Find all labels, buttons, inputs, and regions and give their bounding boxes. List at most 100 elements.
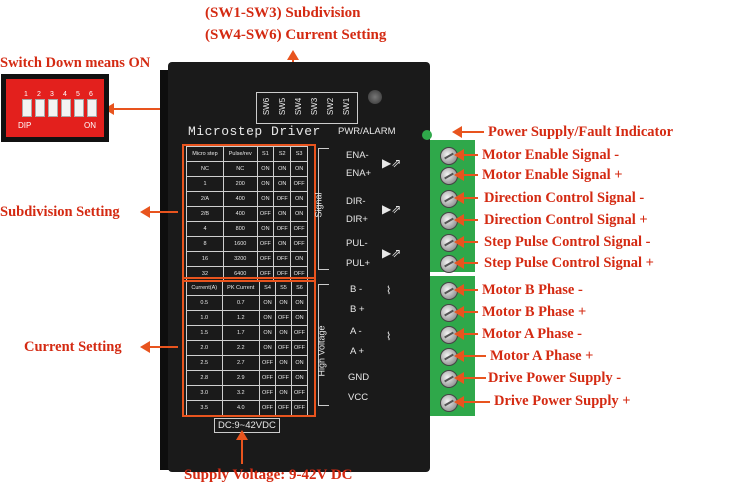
signal-pul-minus: PUL- bbox=[346, 238, 368, 249]
coil-a-symbol: ⌇ bbox=[386, 331, 392, 343]
label-motor-b-minus: Motor B Phase - bbox=[482, 282, 583, 298]
current-arrow-head bbox=[140, 341, 150, 353]
sw-label-5: SW5 bbox=[278, 97, 288, 116]
dip-sw-3 bbox=[48, 99, 58, 117]
subdivision-cell: OFF bbox=[290, 176, 308, 192]
subdivision-arrow-line bbox=[148, 211, 178, 213]
right-arrow-head-10 bbox=[454, 350, 464, 362]
dip-on-text: ON bbox=[84, 121, 96, 130]
dip-sw-2 bbox=[35, 99, 45, 117]
supply-voltage-label: Supply Voltage: 9-42V DC bbox=[184, 467, 353, 483]
hv-bracket bbox=[318, 284, 329, 406]
label-step-pulse-plus: Step Pulse Control Signal + bbox=[484, 255, 654, 271]
pwr-alarm-label: PWR/ALARM bbox=[338, 126, 396, 137]
power-a-plus: A + bbox=[350, 346, 364, 357]
right-arrow-head-5 bbox=[454, 236, 464, 248]
dip-switch-image: 1 2 3 4 5 6 DIP ON bbox=[4, 77, 106, 139]
right-arrow-head-4 bbox=[454, 214, 464, 226]
right-arrow-line-6 bbox=[462, 262, 478, 264]
right-arrow-head-1 bbox=[454, 149, 464, 161]
right-arrow-line-9 bbox=[462, 333, 478, 335]
right-arrow-line-4 bbox=[462, 219, 478, 221]
dip-sw-4 bbox=[61, 99, 71, 117]
right-arrow-line-7 bbox=[462, 289, 478, 291]
high-voltage-text: High Voltage bbox=[316, 325, 327, 377]
power-b-minus: B - bbox=[350, 284, 363, 295]
right-arrow-line-0 bbox=[460, 131, 484, 133]
signal-bracket bbox=[318, 148, 329, 270]
current-cell: ON bbox=[291, 310, 308, 326]
subdivision-cell: ON bbox=[290, 251, 308, 267]
switch-arrow-head bbox=[104, 103, 114, 115]
right-arrow-head-7 bbox=[454, 284, 464, 296]
label-motor-a-minus: Motor A Phase - bbox=[482, 326, 583, 342]
label-direction-plus: Direction Control Signal + bbox=[484, 212, 648, 228]
label-motor-b-plus: Motor B Phase + bbox=[482, 304, 587, 320]
right-arrow-line-11 bbox=[462, 377, 486, 379]
switch-note: Switch Down means ON bbox=[0, 55, 151, 71]
sw-label-2: SW2 bbox=[326, 97, 336, 116]
signal-ena-plus: ENA+ bbox=[346, 168, 372, 179]
top-arrow-head bbox=[287, 50, 299, 60]
signal-pul-plus: PUL+ bbox=[346, 258, 371, 269]
sw-header: SW6 SW5 SW4 SW3 SW2 SW1 bbox=[256, 92, 358, 124]
driver-title: Microstep Driver bbox=[188, 124, 321, 139]
sw-label-6: SW6 bbox=[262, 97, 272, 116]
subdivision-arrow-head bbox=[140, 206, 150, 218]
right-arrow-line-2 bbox=[462, 174, 478, 176]
dip-num-6: 6 bbox=[89, 91, 93, 98]
right-arrow-line-1 bbox=[462, 154, 478, 156]
top-label-current: (SW4-SW6) Current Setting bbox=[205, 27, 387, 43]
mount-screw-top bbox=[368, 90, 382, 104]
dip-sw-5 bbox=[74, 99, 84, 117]
dip-sw-6 bbox=[87, 99, 97, 117]
bottom-arrow-head bbox=[236, 430, 248, 440]
right-arrow-line-8 bbox=[462, 311, 478, 313]
label-drive-power-plus: Drive Power Supply + bbox=[494, 393, 631, 409]
top-label-subdivision: (SW1-SW3) Subdivision bbox=[205, 5, 361, 21]
right-arrow-head-6 bbox=[454, 257, 464, 269]
dip-num-5: 5 bbox=[76, 91, 80, 98]
signal-dir-plus: DIR+ bbox=[346, 214, 368, 225]
power-gnd: GND bbox=[348, 372, 370, 383]
sw-label-3: SW3 bbox=[310, 97, 320, 116]
opto-symbol-pul: ▶⇗ bbox=[382, 246, 402, 260]
current-header-row: Current(A) PK Current S4 S5 S6 bbox=[186, 280, 308, 296]
sw-label-1: SW1 bbox=[342, 97, 352, 116]
right-arrow-line-3 bbox=[462, 197, 478, 199]
driver-body: SW6 SW5 SW4 SW3 SW2 SW1 Microstep Driver… bbox=[168, 62, 430, 472]
label-motor-a-plus: Motor A Phase + bbox=[490, 348, 594, 364]
dip-sw-1 bbox=[22, 99, 32, 117]
right-arrow-head-12 bbox=[454, 396, 464, 408]
right-arrow-head-8 bbox=[454, 306, 464, 318]
dip-num-2: 2 bbox=[37, 91, 41, 98]
subdivision-setting-label: Subdivision Setting bbox=[0, 204, 120, 220]
right-arrow-line-10 bbox=[462, 355, 486, 357]
label-motor-enable-plus: Motor Enable Signal + bbox=[482, 167, 623, 183]
right-arrow-head-3 bbox=[454, 192, 464, 204]
right-arrow-head-9 bbox=[454, 328, 464, 340]
subdivision-highlight bbox=[182, 144, 316, 282]
power-b-plus: B + bbox=[350, 304, 365, 315]
right-arrow-head-0 bbox=[452, 126, 462, 138]
right-arrow-line-5 bbox=[462, 241, 478, 243]
right-arrow-head-2 bbox=[454, 169, 464, 181]
right-arrow-head-11 bbox=[454, 372, 464, 384]
label-motor-enable-minus: Motor Enable Signal - bbox=[482, 147, 620, 163]
dip-num-4: 4 bbox=[63, 91, 67, 98]
label-drive-power-minus: Drive Power Supply - bbox=[488, 370, 622, 386]
signal-text: Signal bbox=[313, 192, 324, 218]
label-direction-minus: Direction Control Signal - bbox=[484, 190, 645, 206]
label-step-pulse-minus: Step Pulse Control Signal - bbox=[484, 234, 651, 250]
opto-symbol-dir: ▶⇗ bbox=[382, 202, 402, 216]
dip-num-3: 3 bbox=[50, 91, 54, 98]
